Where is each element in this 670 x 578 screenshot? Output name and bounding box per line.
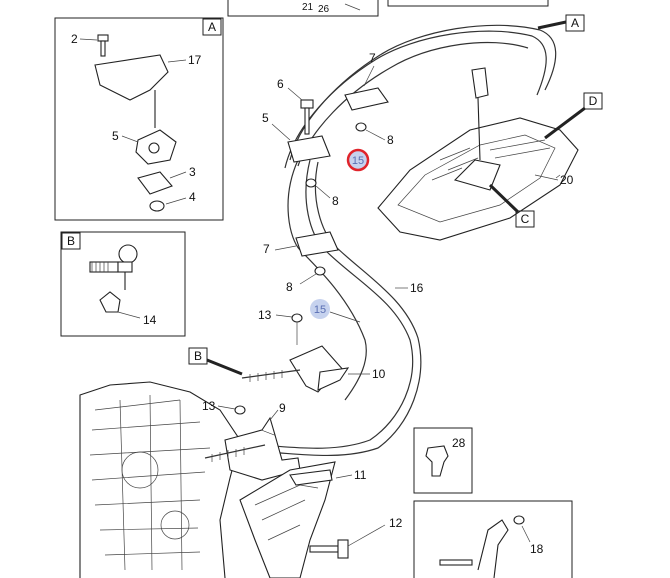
part-label-9: 9 bbox=[279, 401, 286, 415]
cable-clamp-lower: 7 bbox=[263, 231, 339, 257]
hotspot-15-secondary-label: 15 bbox=[314, 304, 326, 316]
fitting-28-graphic bbox=[425, 445, 449, 477]
detail-box-bottom-right: 18 bbox=[413, 500, 573, 578]
detail-box-28: 28 bbox=[413, 427, 473, 494]
part-label-12: 12 bbox=[389, 516, 403, 530]
hotspot-15-secondary[interactable]: 15 bbox=[310, 299, 330, 319]
detail-box-a-tag bbox=[202, 18, 222, 36]
part-label-3: 3 bbox=[189, 165, 196, 179]
pointer-d-letter: D bbox=[589, 94, 598, 108]
pointer-a-letter: A bbox=[571, 16, 579, 30]
pointer-b: B bbox=[188, 347, 243, 376]
hotspot-15-selected[interactable]: 15 bbox=[346, 148, 370, 172]
bracket-17-graphic bbox=[94, 54, 169, 101]
part-label-8-mid: 8 bbox=[332, 194, 339, 208]
pointer-b-letter: B bbox=[194, 349, 202, 363]
part-label-10: 10 bbox=[372, 367, 386, 381]
part-label-18: 18 bbox=[530, 542, 544, 556]
detail-box-b: B 14 bbox=[60, 231, 186, 337]
top-right-partial-box bbox=[387, 0, 549, 7]
pointer-c: C bbox=[488, 183, 535, 228]
detail-box-a: A 2 17 5 3 4 bbox=[54, 17, 224, 221]
part-label-13-upper: 13 bbox=[258, 308, 272, 322]
pointer-d: D bbox=[544, 92, 603, 140]
part-label-21: 21 bbox=[302, 2, 314, 13]
washer-3-graphic bbox=[137, 171, 173, 195]
part-label-11: 11 bbox=[354, 468, 367, 482]
transmission-housing-graphic bbox=[79, 381, 241, 578]
part-label-5: 5 bbox=[112, 129, 119, 143]
part-label-20: 20 bbox=[560, 173, 574, 187]
part-label-26: 26 bbox=[318, 4, 330, 15]
bracket-11-graphic: 11 bbox=[239, 461, 367, 578]
part-label-2: 2 bbox=[71, 32, 78, 46]
nut-4-graphic bbox=[149, 200, 165, 212]
pointer-c-letter: C bbox=[521, 212, 530, 226]
part-label-14: 14 bbox=[143, 313, 157, 327]
part-label-7-upper: 7 bbox=[369, 51, 376, 65]
part-label-13-lower: 13 bbox=[202, 399, 216, 413]
bolt-12-graphic: 12 bbox=[309, 516, 403, 559]
part-label-28: 28 bbox=[452, 436, 466, 450]
pointer-a: A bbox=[537, 14, 585, 32]
bolt-2-graphic bbox=[97, 34, 109, 57]
detail-box-a-letter: A bbox=[208, 20, 216, 34]
part-label-6: 6 bbox=[277, 77, 284, 91]
bolt-6-graphic: 6 bbox=[277, 77, 314, 135]
part-label-16: 16 bbox=[410, 281, 424, 295]
part-label-8-upper: 8 bbox=[387, 133, 394, 147]
cable-clamp-5: 5 bbox=[262, 111, 331, 163]
part-label-8-lower: 8 bbox=[286, 280, 293, 294]
gear-selector-20-graphic: 20 bbox=[377, 67, 579, 241]
detail-box-b-letter: B bbox=[67, 234, 75, 248]
part-label-17: 17 bbox=[188, 53, 202, 67]
nut-8-mid-graphic: 8 bbox=[305, 178, 339, 208]
cable-clamp-upper: 7 bbox=[344, 51, 389, 111]
nut-8-lower-graphic: 8 bbox=[286, 266, 326, 294]
part-label-4: 4 bbox=[189, 190, 196, 204]
ball-joint-14-graphic bbox=[89, 244, 138, 313]
nut-13-lower-graphic: 13 bbox=[202, 399, 246, 415]
nut-13-upper-graphic: 13 bbox=[258, 308, 303, 345]
top-partial-box: 21 26 bbox=[227, 0, 379, 17]
lever-18-graphic bbox=[477, 519, 509, 578]
hotspot-15-selected-label: 15 bbox=[352, 155, 364, 167]
nut-8-upper-graphic: 8 bbox=[355, 122, 394, 147]
part-label-5-clamp: 5 bbox=[262, 111, 269, 125]
bracket-9-graphic: 9 bbox=[204, 401, 301, 481]
lever-10-graphic: 10 bbox=[289, 345, 386, 393]
part-label-7-lower: 7 bbox=[263, 242, 270, 256]
